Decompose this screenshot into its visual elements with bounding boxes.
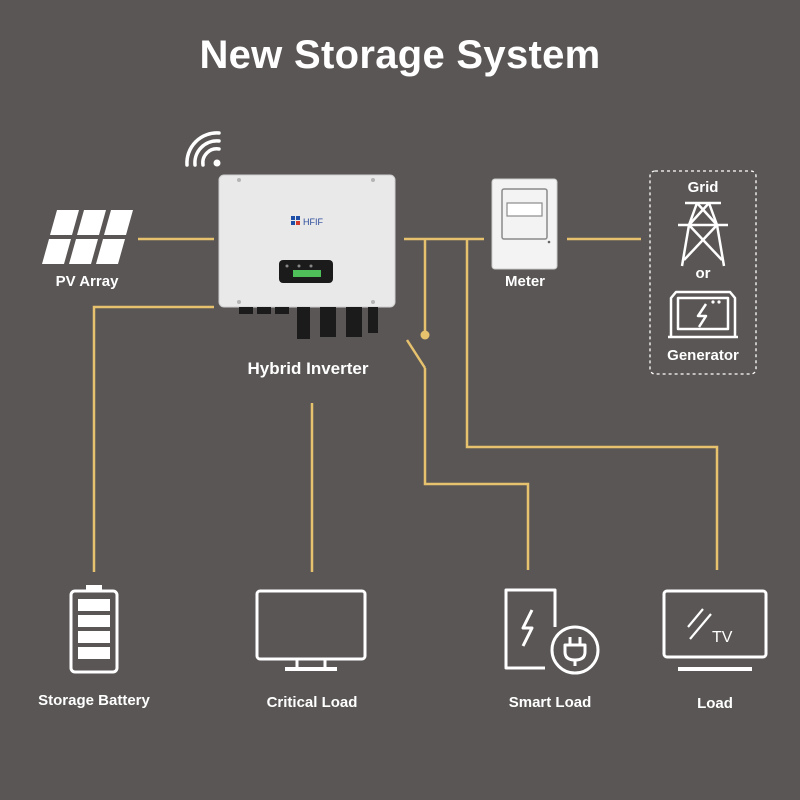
page-title: New Storage System bbox=[199, 33, 601, 77]
battery-line bbox=[92, 305, 214, 572]
generator-icon bbox=[668, 290, 738, 339]
smart-load-label: Smart Load bbox=[508, 694, 592, 711]
transmission-tower-icon bbox=[678, 201, 728, 267]
smart-load-line bbox=[423, 368, 530, 570]
solar-panel-icon bbox=[42, 210, 133, 264]
monitor-icon bbox=[255, 589, 367, 671]
meter-label: Meter bbox=[504, 273, 546, 290]
hybrid-inverter-label: Hybrid Inverter bbox=[247, 359, 369, 378]
critical-load-label: Critical Load bbox=[266, 694, 358, 711]
tv-icon: TV bbox=[662, 589, 768, 671]
smart-load-icon bbox=[504, 588, 600, 675]
load-line bbox=[465, 239, 719, 570]
inverter-brand-text: HFIF bbox=[303, 217, 323, 227]
load-label: Load bbox=[697, 695, 733, 712]
meter-icon bbox=[491, 178, 558, 270]
connection-lines bbox=[92, 237, 719, 572]
hybrid-inverter-icon: HFIF bbox=[218, 174, 396, 339]
tv-text: TV bbox=[712, 629, 733, 646]
pv-array-label: PV Array bbox=[55, 273, 119, 290]
storage-battery-label: Storage Battery bbox=[38, 692, 150, 709]
grid-label: Grid bbox=[687, 179, 719, 196]
or-label: or bbox=[695, 265, 711, 282]
wifi-icon bbox=[185, 131, 221, 167]
grid-generator-box bbox=[649, 170, 757, 375]
battery-icon bbox=[69, 585, 119, 674]
switch-contact bbox=[420, 330, 430, 340]
generator-label: Generator bbox=[667, 347, 739, 364]
smart-load-switch-blade bbox=[405, 339, 427, 369]
